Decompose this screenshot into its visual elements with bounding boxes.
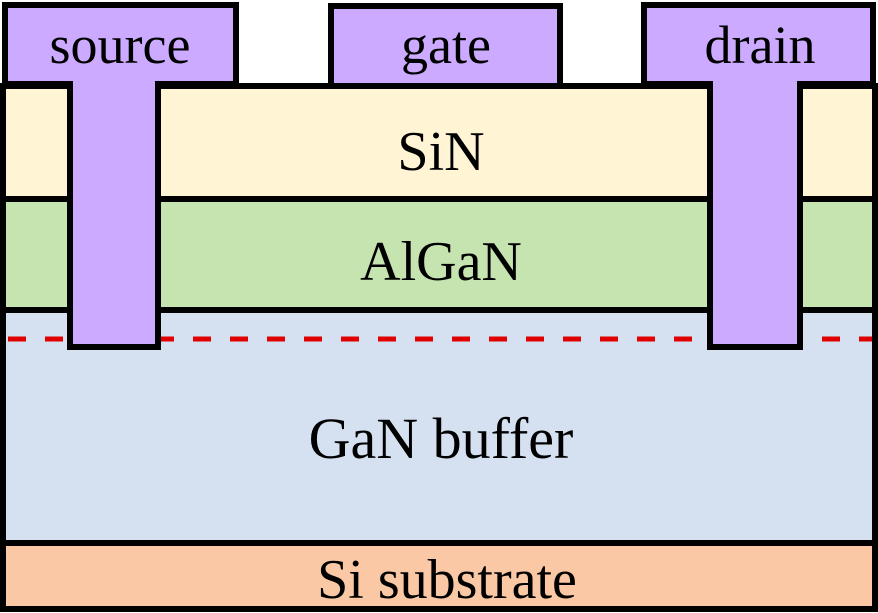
- gate-contact: [328, 3, 563, 89]
- drain-label: drain: [705, 15, 816, 75]
- drain-contact: [641, 2, 876, 350]
- si-substrate-label: Si substrate: [317, 549, 577, 611]
- source-contact: [2, 2, 239, 350]
- gate-label: gate: [401, 15, 491, 75]
- sin-label: SiN: [397, 121, 484, 183]
- algan-label: AlGaN: [360, 231, 522, 293]
- source-label: source: [50, 15, 191, 75]
- si-substrate-layer: [0, 540, 878, 612]
- gan-buffer-label: GaN buffer: [309, 406, 574, 471]
